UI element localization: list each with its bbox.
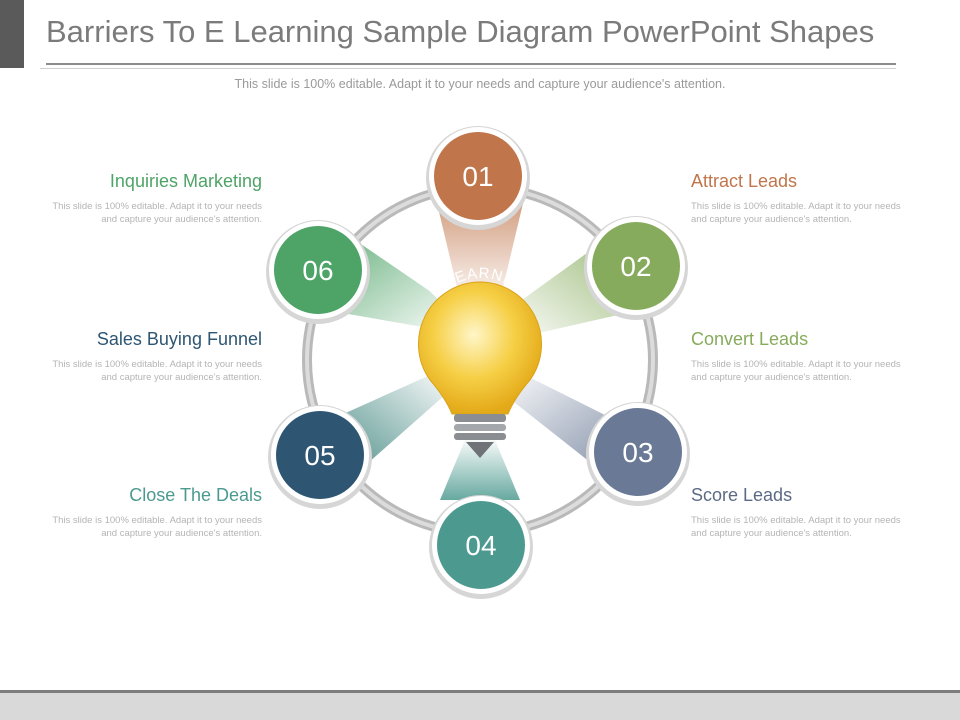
node-circle xyxy=(592,222,680,310)
node-3: 03 xyxy=(586,402,690,506)
node-circle xyxy=(594,408,682,496)
node-number: 04 xyxy=(465,530,496,561)
title-underline xyxy=(46,63,896,65)
node-2: 02 xyxy=(584,216,688,320)
item-description: This slide is 100% editable. Adapt it to… xyxy=(691,201,901,225)
item-score-leads: Score Leads This slide is 100% editable.… xyxy=(691,485,931,540)
item-description: This slide is 100% editable. Adapt it to… xyxy=(691,515,901,539)
node-number: 01 xyxy=(462,161,493,192)
light-bulb-icon xyxy=(417,281,543,458)
footer-line xyxy=(0,690,960,693)
node-6: 06 xyxy=(266,220,370,324)
item-label: Convert Leads xyxy=(691,329,809,349)
node-4: 04 xyxy=(429,495,533,599)
node-1: 01 xyxy=(426,126,530,230)
node-number: 05 xyxy=(304,440,335,471)
slide-title: Barriers To E Learning Sample Diagram Po… xyxy=(46,14,875,49)
item-label: Score Leads xyxy=(691,485,793,505)
node-5: 05 xyxy=(268,405,372,509)
item-inquiries-marketing: Inquiries Marketing This slide is 100% e… xyxy=(22,171,262,226)
item-label: Sales Buying Funnel xyxy=(96,329,262,349)
node-circle xyxy=(276,411,364,499)
node-circle xyxy=(274,226,362,314)
ray-04 xyxy=(440,440,520,500)
item-label: Close The Deals xyxy=(129,485,262,505)
item-description: This slide is 100% editable. Adapt it to… xyxy=(691,359,901,383)
item-description: This slide is 100% editable. Adapt it to… xyxy=(52,359,262,383)
item-sales-buying-funnel: Sales Buying Funnel This slide is 100% e… xyxy=(22,329,262,384)
item-attract-leads: Attract Leads This slide is 100% editabl… xyxy=(691,171,931,226)
item-close-the-deals: Close The Deals This slide is 100% edita… xyxy=(22,485,262,540)
node-number: 06 xyxy=(302,255,333,286)
item-description: This slide is 100% editable. Adapt it to… xyxy=(52,515,262,539)
node-number: 02 xyxy=(620,251,651,282)
node-circle xyxy=(437,501,525,589)
item-label: Inquiries Marketing xyxy=(109,171,262,191)
item-description: This slide is 100% editable. Adapt it to… xyxy=(52,201,262,225)
title-underline-thin xyxy=(40,68,896,69)
footer-band xyxy=(0,693,960,720)
slide-subtitle: This slide is 100% editable. Adapt it to… xyxy=(234,77,726,91)
node-circle xyxy=(434,132,522,220)
item-label: Attract Leads xyxy=(691,171,798,191)
number-nodes: 01 02 03 04 05 06 xyxy=(266,126,690,599)
item-convert-leads: Convert Leads This slide is 100% editabl… xyxy=(691,329,931,384)
node-number: 03 xyxy=(622,437,653,468)
title-accent-bar xyxy=(0,0,24,68)
